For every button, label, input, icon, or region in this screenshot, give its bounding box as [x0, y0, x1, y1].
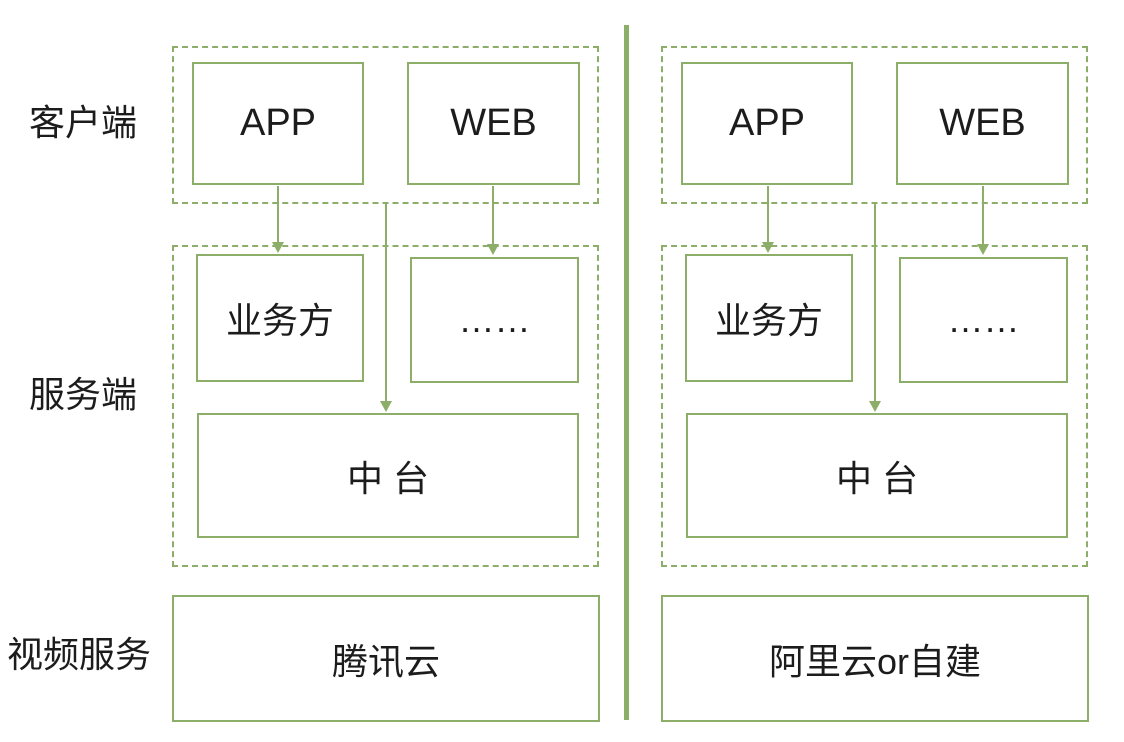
ali-middle-platform-label: 中台: [835, 457, 929, 499]
tencent-app-box: APP: [192, 62, 364, 185]
tencent-middle-platform-box: 中台: [197, 413, 579, 538]
tencent-business-label: 业务方: [225, 300, 334, 341]
tencent-business-box: 业务方: [196, 254, 364, 382]
tencent-video-service-box: 腾讯云: [172, 595, 600, 722]
column-divider: [624, 25, 629, 720]
tencent-ellipsis-label: ……: [458, 299, 531, 340]
ali-app-label: APP: [728, 102, 806, 144]
tencent-ellipsis-box: ……: [410, 257, 579, 383]
ali-video-service-label: 阿里云or自建: [768, 640, 981, 682]
ali-business-box: 业务方: [685, 254, 853, 382]
ali-ellipsis-box: ……: [899, 257, 1068, 383]
tencent-web-label: WEB: [450, 102, 537, 144]
row-label-server: 服务端: [29, 374, 138, 415]
row-label-client: 客户端: [29, 102, 138, 143]
ali-ellipsis-label: ……: [947, 299, 1020, 340]
tencent-client-zone-box: [172, 46, 599, 204]
tencent-web-box: WEB: [407, 62, 580, 185]
ali-web-label: WEB: [939, 102, 1026, 144]
tencent-video-service-label: 腾讯云: [331, 640, 440, 682]
ali-web-box: WEB: [896, 62, 1069, 185]
ali-business-label: 业务方: [714, 300, 823, 341]
ali-client-zone-box: [661, 46, 1088, 204]
ali-video-service-box: 阿里云or自建: [661, 595, 1089, 722]
ali-app-box: APP: [681, 62, 853, 185]
tencent-app-label: APP: [239, 102, 317, 144]
ali-middle-platform-box: 中台: [686, 413, 1068, 538]
tencent-middle-platform-label: 中台: [346, 457, 440, 499]
row-label-video-service: 视频服务: [7, 634, 152, 675]
